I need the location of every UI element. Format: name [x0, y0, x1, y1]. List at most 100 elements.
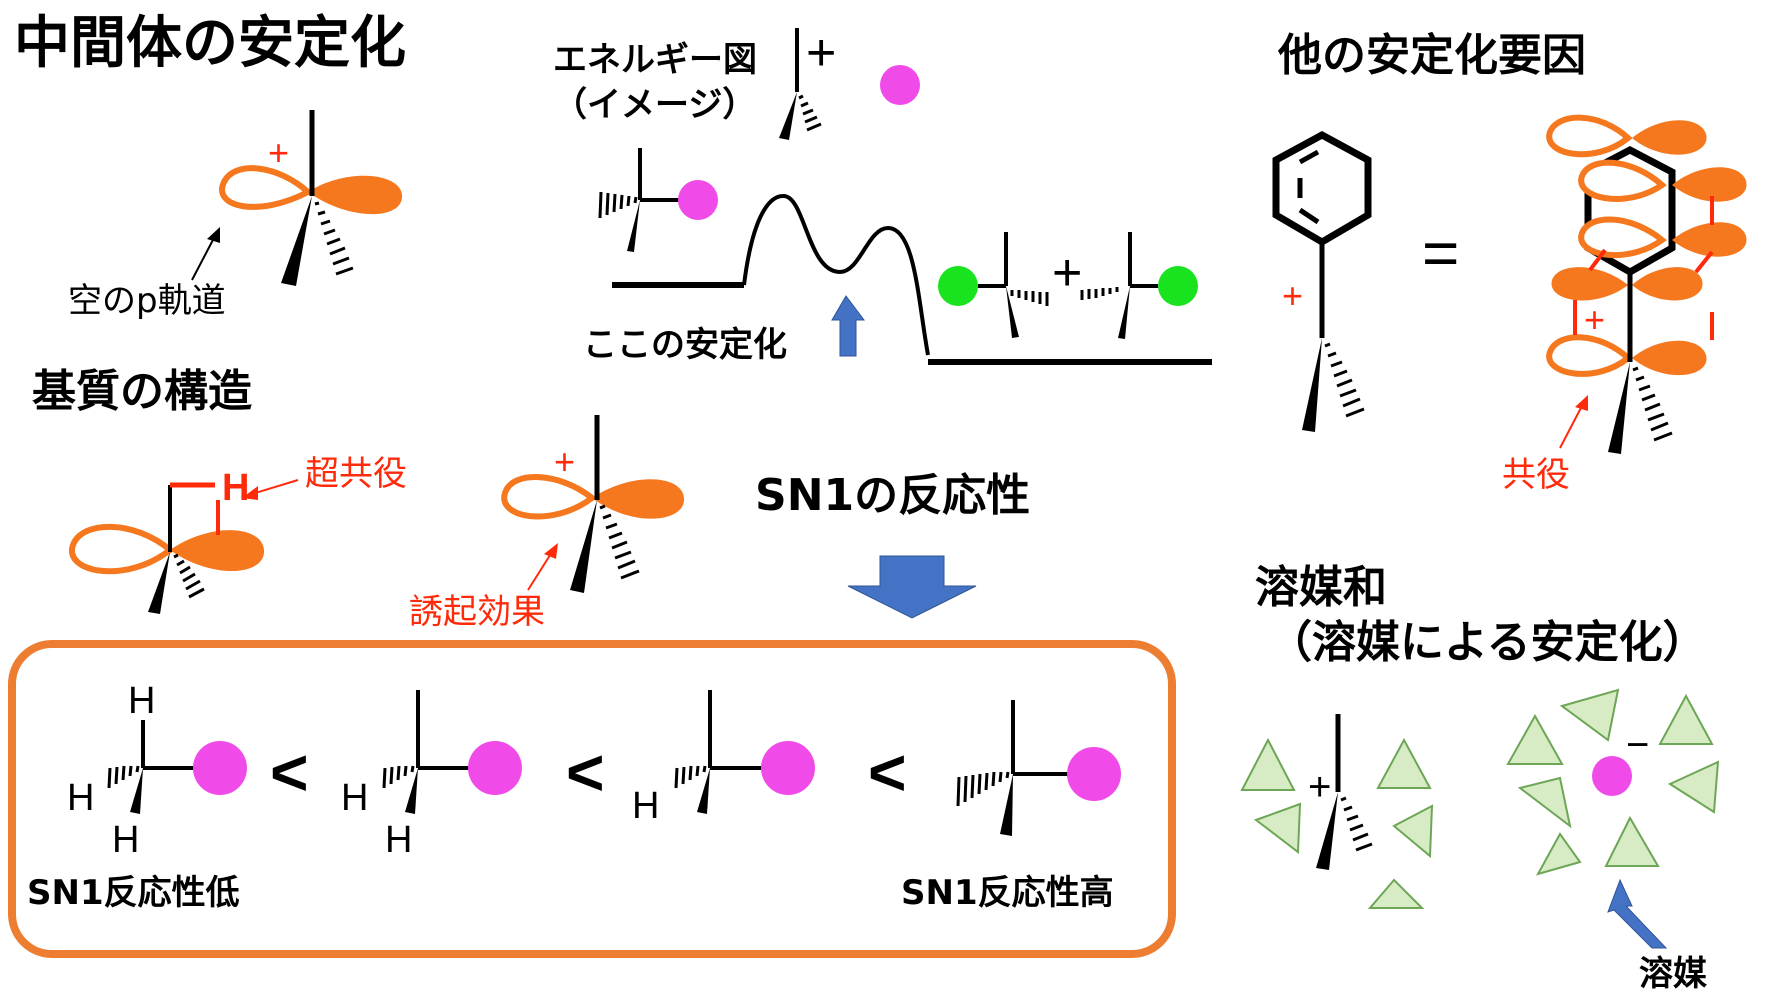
hyper-hashed — [173, 553, 205, 599]
solvated-cation: + — [1308, 714, 1373, 870]
hyperconjugation-label: 超共役 — [305, 454, 407, 494]
conj-lobe-left-3 — [1578, 216, 1667, 258]
conj-pointer — [1559, 403, 1584, 449]
pointer-arrow-head — [207, 227, 220, 243]
leaving-group — [678, 180, 718, 220]
substrate-structure-title: 基質の構造 — [32, 366, 252, 417]
product-halogen-left — [938, 266, 978, 306]
solvated-minus: − — [1626, 723, 1649, 767]
sn1-reactivity-title: SN1の反応性 — [755, 470, 1031, 521]
filled-p-orbital-lobe — [308, 175, 403, 215]
benzyl-cation: + — [1272, 131, 1372, 432]
secondary-h-left: H — [632, 785, 659, 827]
ind-pointer-head — [544, 543, 558, 559]
induction-effect-label: 誘起効果 — [409, 592, 545, 632]
tertiary-substrate — [956, 700, 1121, 836]
hyper-pointer — [251, 479, 299, 495]
intermediate-plus: + — [806, 24, 836, 82]
reactant-wedge — [627, 200, 640, 252]
stabilize-here-arrow — [831, 295, 865, 357]
ind-empty-lobe — [501, 474, 597, 520]
energy-diagram: + + — [598, 24, 1212, 365]
product-right-wedge — [1118, 286, 1130, 339]
overlap-lines — [1573, 196, 1714, 340]
solvent-label: 溶媒 — [1639, 954, 1707, 994]
stabilize-here-label: ここの安定化 — [583, 325, 787, 365]
ind-filled-lobe — [592, 479, 685, 519]
conj-lobe-left-4 — [1546, 334, 1633, 377]
ind-hashed — [599, 504, 640, 580]
product-right-hashed — [1080, 287, 1119, 300]
pointer-arrow — [191, 235, 216, 281]
primary-h-left: H — [341, 777, 368, 819]
carbocation-p-orbital: + — [191, 110, 403, 286]
solvent-pointer-arrow — [1607, 878, 1668, 949]
equals-sign: = — [1422, 217, 1459, 289]
conj-lobe-left-1 — [1546, 114, 1633, 158]
main-title: 中間体の安定化 — [14, 11, 406, 76]
solvated-plus: + — [1308, 765, 1331, 809]
ring-inner-bond-1 — [1298, 149, 1320, 165]
less-than-3: < — [868, 735, 907, 809]
secondary-substrate: H — [632, 690, 815, 827]
reaction-coordinate-curve — [742, 194, 930, 356]
hashed-bond — [314, 201, 354, 276]
methyl-substrate: H H H — [67, 680, 247, 861]
wedge-bond — [281, 196, 312, 286]
conj-pointer-head — [1575, 395, 1588, 411]
primary-h-bottom: H — [385, 819, 412, 861]
product-plus: + — [1052, 244, 1082, 302]
product-halogen-right — [1158, 266, 1198, 306]
ind-pointer — [527, 551, 553, 591]
ring-inner-bond-3 — [1298, 207, 1320, 225]
hyper-filled-lobe — [170, 530, 265, 572]
methyl-h-top: H — [128, 680, 155, 722]
product-left-wedge — [1006, 286, 1019, 338]
reactivity-arrow — [847, 555, 977, 619]
conj-lobe-right-1 — [1632, 120, 1707, 155]
methyl-h-bottom: H — [112, 819, 139, 861]
energy-diagram-title: エネルギー図 — [553, 40, 757, 80]
hyperconjugation-structure: H — [68, 467, 299, 614]
benzyl-hashed — [1324, 342, 1365, 418]
intermediate-leaving-group — [880, 65, 920, 105]
conj-hashed — [1632, 366, 1673, 442]
primary-substrate: H H — [341, 690, 522, 861]
conj-lobe-left-5 — [1551, 267, 1628, 301]
conj-lobe-right-5 — [1632, 340, 1707, 376]
hyper-pointer-head — [242, 486, 258, 500]
sn1-low-label: SN1反応性低 — [27, 873, 240, 913]
hyper-h-atom: H — [222, 467, 249, 509]
less-than-1: < — [270, 735, 309, 809]
solvation-subtitle: （溶媒による安定化） — [1268, 617, 1707, 668]
ind-wedge — [570, 500, 597, 593]
benzene-ring — [1272, 131, 1372, 247]
reactivity-order-box — [8, 640, 1176, 958]
conjugation-label: 共役 — [1502, 455, 1570, 495]
methyl-h-left: H — [67, 777, 94, 819]
intermediate-wedge — [779, 92, 797, 140]
induction-structure: + — [501, 415, 685, 593]
solvent-molecules-anion — [1506, 688, 1720, 876]
conjugated-orbitals: + — [1546, 114, 1747, 454]
hyper-wedge — [148, 552, 170, 614]
product-left-hashed — [1010, 290, 1049, 306]
other-factors-title: 他の安定化要因 — [1278, 30, 1586, 81]
solvent-molecules-cation — [1240, 737, 1434, 909]
benzyl-wedge — [1302, 338, 1322, 432]
intermediate-hashed — [798, 94, 822, 132]
benzyl-plus: + — [1282, 275, 1303, 316]
empty-p-orbital-label: 空のp軌道 — [68, 281, 226, 321]
conj-plus: + — [1584, 299, 1605, 340]
reactant-hashed — [598, 191, 638, 219]
less-than-2: < — [566, 735, 605, 809]
conj-lobe-right-2 — [1672, 167, 1747, 202]
energy-diagram-subtitle: （イメージ） — [553, 85, 757, 125]
empty-p-orbital-lobe — [219, 165, 314, 210]
hyper-empty-lobe — [68, 523, 175, 575]
solvated-anion — [1592, 756, 1632, 796]
ind-plus: + — [554, 441, 575, 482]
conj-lobe-left-2 — [1578, 159, 1667, 202]
solvation-title: 溶媒和 — [1255, 562, 1387, 613]
